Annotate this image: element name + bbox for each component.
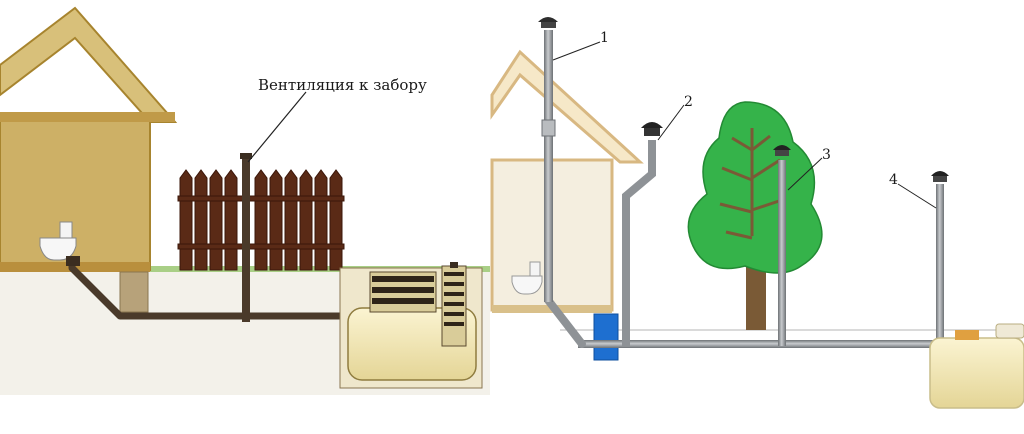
left-vent-cap <box>240 153 252 159</box>
riser-4 <box>931 171 949 344</box>
callout-4: 4 <box>889 172 898 188</box>
left-pipe-fitting <box>66 256 80 266</box>
left-house-roof <box>0 6 178 123</box>
tree-branches <box>719 128 783 240</box>
right-house-roof <box>490 49 644 164</box>
callout-2: 2 <box>684 94 693 110</box>
riser-2 <box>622 122 663 346</box>
left-scheme <box>0 6 490 395</box>
right-blue-box <box>593 313 619 361</box>
vent-label: Вентиляция к забору <box>258 76 427 94</box>
right-scheme <box>490 17 1024 409</box>
left-septic-rings <box>369 262 467 347</box>
left-house <box>0 6 178 272</box>
right-house <box>490 49 644 313</box>
right-tree <box>687 101 823 330</box>
right-toilet-icon <box>511 261 543 295</box>
left-vent-leader <box>247 91 307 163</box>
right-main-pipe <box>578 340 936 348</box>
riser-1 <box>538 17 558 302</box>
right-septic <box>929 323 1024 409</box>
left-vent-pipe <box>242 156 250 322</box>
callout-3: 3 <box>822 147 831 163</box>
tree-crown <box>687 101 823 274</box>
left-fence <box>177 169 345 271</box>
right-diagonal-pipe <box>544 296 586 348</box>
left-toilet-icon <box>39 221 77 261</box>
callout-1: 1 <box>600 30 609 46</box>
left-house-eave <box>0 112 175 122</box>
left-foundation <box>119 271 149 313</box>
left-septic <box>339 262 483 389</box>
riser-3 <box>773 145 791 346</box>
callout-leaders <box>552 41 937 209</box>
